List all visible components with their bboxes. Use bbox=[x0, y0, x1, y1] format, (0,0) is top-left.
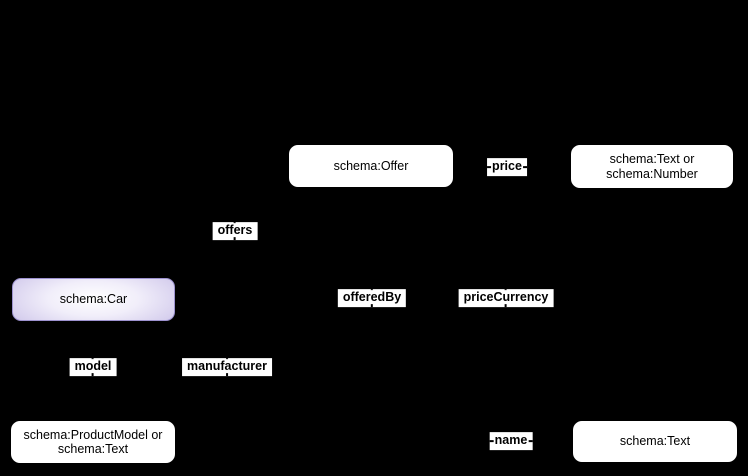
edge-label-name-text: name bbox=[493, 433, 529, 448]
edge-label-model-text: model bbox=[73, 359, 113, 374]
edge-label-offers-text: offers bbox=[216, 223, 254, 238]
node-schema-text-or-number: schema:Text or schema:Number bbox=[571, 145, 733, 188]
edge-label-price: price bbox=[487, 158, 527, 176]
edge-label-model: model bbox=[69, 358, 117, 376]
edge-label-manufacturer-text: manufacturer bbox=[186, 359, 268, 374]
edge-label-price-text: price bbox=[491, 159, 523, 174]
edge-label-offeredby-text: offeredBy bbox=[341, 290, 403, 305]
edge-label-offers: offers bbox=[212, 222, 258, 240]
edge-label-pricecurrency: priceCurrency bbox=[458, 289, 554, 307]
edge-label-pricecurrency-text: priceCurrency bbox=[462, 290, 550, 305]
node-schema-car: schema:Car bbox=[12, 278, 175, 321]
node-schema-text: schema:Text bbox=[573, 421, 737, 462]
edge-label-manufacturer: manufacturer bbox=[182, 358, 272, 376]
edge-label-name: name bbox=[489, 432, 533, 450]
edge-label-offeredby: offeredBy bbox=[337, 289, 407, 307]
node-schema-productmodel-or-text: schema:ProductModel or schema:Text bbox=[11, 421, 175, 463]
node-schema-offer: schema:Offer bbox=[289, 145, 453, 187]
